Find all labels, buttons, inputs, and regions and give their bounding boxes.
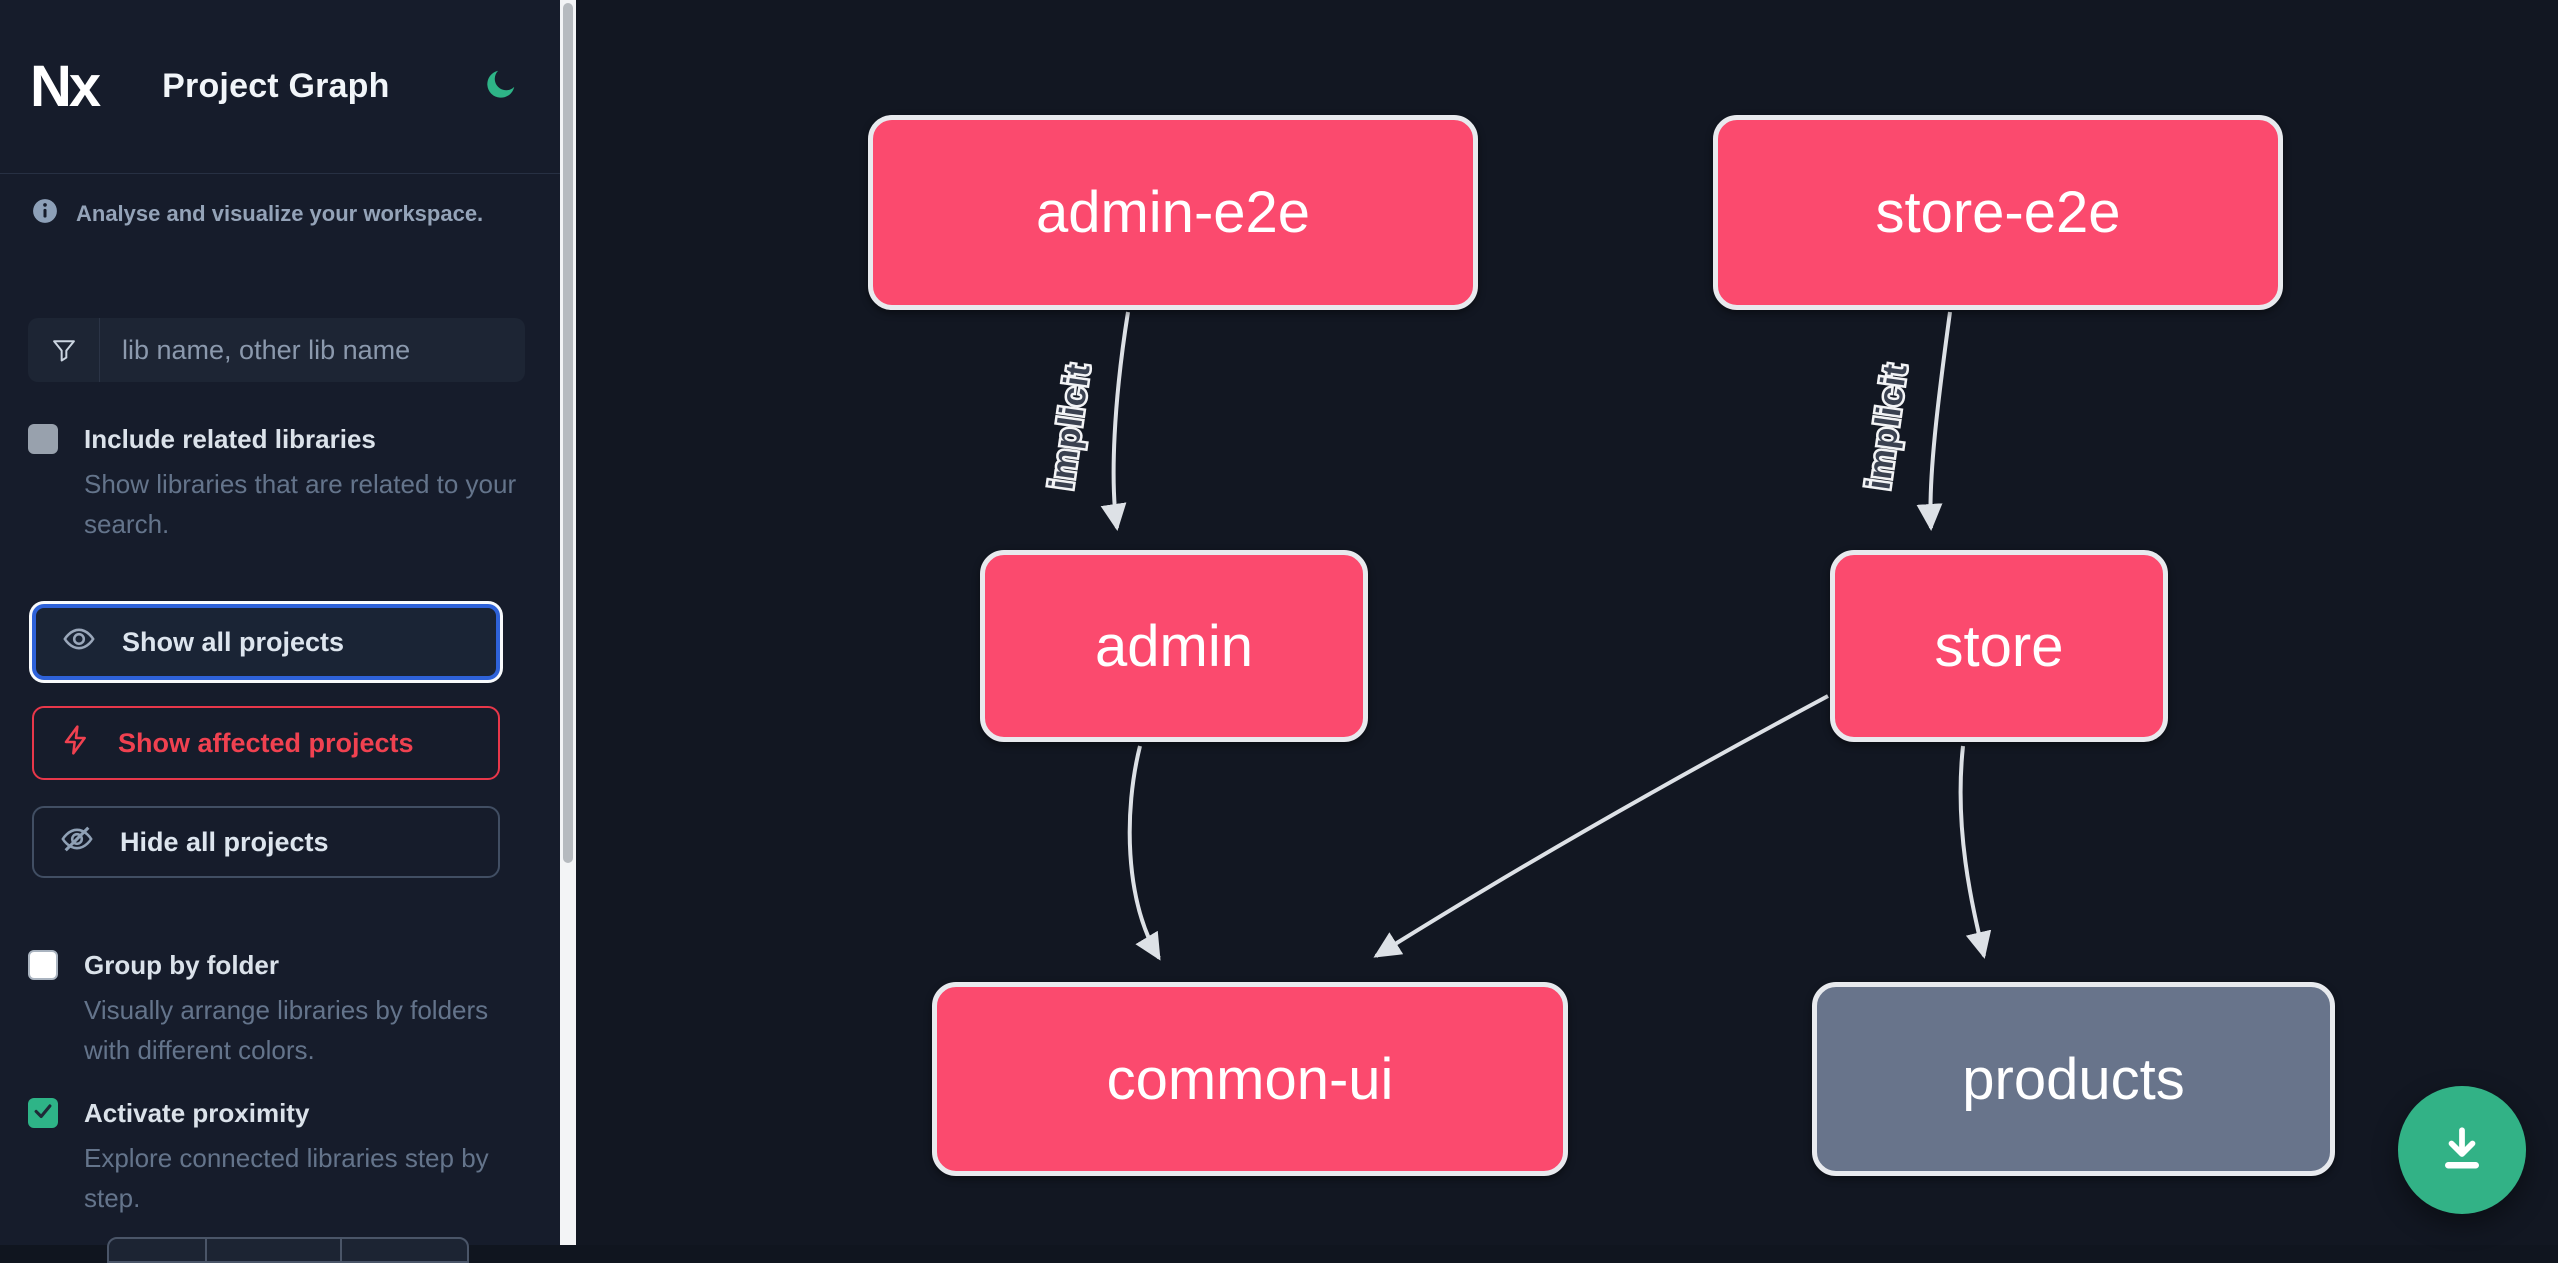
- graph-node-admin-e2e[interactable]: admin-e2e: [868, 115, 1478, 310]
- sidebar: Nx Project Graph Analyse and visualize y…: [0, 0, 560, 1263]
- graph-node-common-ui[interactable]: common-ui: [932, 982, 1568, 1176]
- toggle-include-related[interactable]: Include related libraries Show libraries…: [28, 422, 533, 544]
- graph-edges: implicit implicit: [1040, 311, 1992, 961]
- eye-icon: [62, 622, 96, 663]
- edge-store-products: [1958, 745, 1992, 959]
- search-input[interactable]: [100, 318, 525, 382]
- show-all-projects-button[interactable]: Show all projects: [32, 604, 500, 680]
- nx-logo-icon: Nx: [30, 53, 101, 119]
- stepper-decrement[interactable]: [109, 1239, 207, 1261]
- download-image-button[interactable]: [2398, 1086, 2526, 1214]
- eye-off-icon: [60, 822, 94, 863]
- checkbox-activate-proximity[interactable]: [28, 1098, 58, 1128]
- graph-node-store[interactable]: store: [1830, 550, 2168, 742]
- button-label: Hide all projects: [120, 826, 329, 857]
- graph-node-admin[interactable]: admin: [980, 550, 1368, 742]
- edge-store-common-ui: [1373, 694, 1829, 958]
- button-label: Show affected projects: [118, 727, 414, 758]
- graph-node-products[interactable]: products: [1812, 982, 2335, 1176]
- edge-label-implicit: implicit: [1042, 361, 1097, 492]
- proximity-stepper[interactable]: [107, 1237, 469, 1263]
- search-box: [28, 318, 525, 382]
- button-label: Show all projects: [122, 626, 345, 657]
- sidebar-scrollbar[interactable]: [560, 0, 576, 1245]
- toggle-label: Include related libraries: [84, 424, 376, 454]
- moon-icon: [481, 66, 519, 107]
- project-graph-canvas[interactable]: implicit implicit admin-e2e store-e2e ad…: [576, 0, 2558, 1245]
- stepper-increment[interactable]: [342, 1239, 467, 1261]
- download-icon: [2432, 1119, 2492, 1182]
- check-icon: [32, 1100, 54, 1127]
- edge-label-implicit: implicit: [1859, 361, 1914, 492]
- workspace-info: Analyse and visualize your workspace.: [32, 198, 532, 230]
- toggle-label: Group by folder: [84, 950, 279, 980]
- toggle-description: Explore connected libraries step by step…: [84, 1143, 489, 1213]
- toggle-label: Activate proximity: [84, 1098, 310, 1128]
- info-text: Analyse and visualize your workspace.: [76, 201, 484, 226]
- edge-admin-e2e-admin: [1100, 311, 1130, 531]
- page-title: Project Graph: [162, 67, 390, 105]
- toggle-group-by-folder[interactable]: Group by folder Visually arrange librari…: [28, 948, 533, 1070]
- theme-toggle-button[interactable]: [476, 63, 524, 111]
- sidebar-header: Nx Project Graph: [0, 0, 560, 174]
- info-icon: [32, 198, 58, 230]
- checkbox-include-related[interactable]: [28, 424, 58, 454]
- show-affected-projects-button[interactable]: Show affected projects: [32, 706, 500, 780]
- edge-admin-common-ui: [1127, 745, 1161, 961]
- hide-all-projects-button[interactable]: Hide all projects: [32, 806, 500, 878]
- filter-icon: [28, 318, 100, 382]
- edge-store-e2e-store: [1916, 311, 1952, 531]
- toggle-description: Show libraries that are related to your …: [84, 469, 517, 539]
- scrollbar-thumb[interactable]: [563, 3, 573, 863]
- checkbox-group-by-folder[interactable]: [28, 950, 58, 980]
- stepper-value: [207, 1239, 342, 1261]
- bolt-icon: [60, 724, 92, 763]
- graph-node-store-e2e[interactable]: store-e2e: [1713, 115, 2283, 310]
- toggle-activate-proximity[interactable]: Activate proximity Explore connected lib…: [28, 1096, 533, 1218]
- toggle-description: Visually arrange libraries by folders wi…: [84, 995, 489, 1065]
